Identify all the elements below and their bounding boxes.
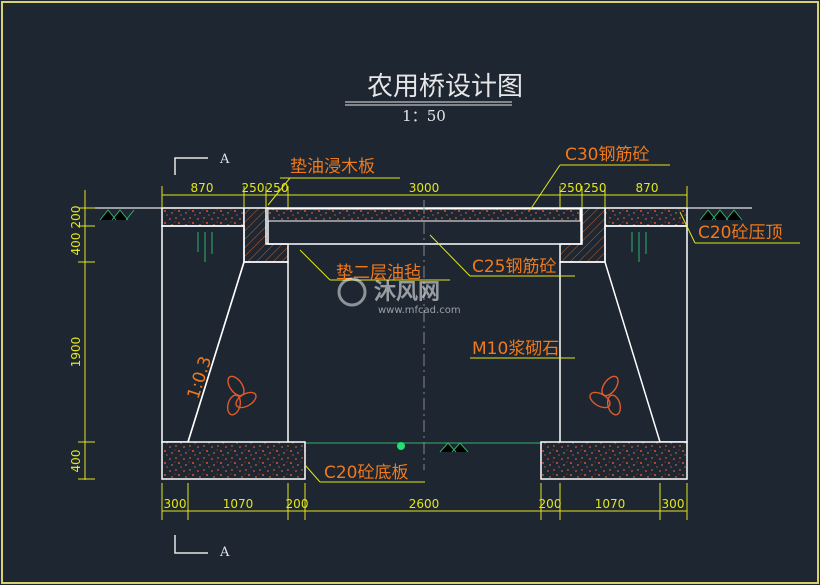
svg-text:A: A	[219, 152, 230, 167]
label-c20-base: C20砼底板	[324, 463, 409, 483]
dim-left-1: 200	[69, 206, 83, 229]
dim-left-4: 400	[69, 450, 83, 473]
dim-bottom-4: 2600	[409, 497, 440, 511]
drawing-scale: 1：50	[402, 107, 446, 125]
left-stone-symbol	[226, 375, 257, 416]
section-mark-top: A	[174, 152, 230, 175]
dim-top-2: 250	[242, 181, 265, 195]
left-dimension-line	[78, 190, 95, 480]
label-felt: 垫二层油毡	[336, 263, 421, 283]
right-cap-strip	[604, 207, 688, 227]
dim-top-1: 870	[191, 181, 214, 195]
dim-left-2: 400	[69, 233, 83, 256]
ground-hatch	[99, 209, 743, 453]
bottom-dimension-line	[161, 483, 688, 520]
right-abutment-wall	[604, 225, 688, 443]
dim-top-5: 250	[560, 181, 583, 195]
dim-top-3: 250	[266, 181, 289, 195]
dim-top-4: 3000	[409, 181, 440, 195]
dim-left-3: 1900	[69, 337, 83, 368]
leader-lines	[267, 164, 800, 483]
dim-top-7: 870	[636, 181, 659, 195]
right-stone-symbol	[589, 375, 622, 416]
dim-bottom-2: 1070	[223, 497, 254, 511]
label-c20-cap: C20砼压顶	[698, 223, 783, 243]
label-c30: C30钢筋砼	[565, 145, 650, 165]
dim-bottom-5: 200	[539, 497, 562, 511]
watermark-url: www.mfcad.com	[378, 305, 461, 316]
dim-bottom-1: 300	[164, 497, 187, 511]
left-cap-strip	[161, 207, 245, 227]
dim-bottom-6: 1070	[595, 497, 626, 511]
watermark: 沐风网 www.mfcad.com	[337, 277, 461, 316]
top-dimension-line	[161, 186, 688, 208]
dim-top-6: 250	[584, 181, 607, 195]
water-level-marker	[397, 442, 405, 450]
right-base-slab	[540, 441, 688, 480]
label-wood-board: 垫油浸木板	[290, 157, 375, 177]
watermark-logo-icon	[337, 277, 367, 307]
dim-bottom-3: 200	[286, 497, 309, 511]
label-slope: 1:0.3	[184, 354, 216, 402]
svg-text:A: A	[219, 545, 230, 560]
dim-bottom-7: 300	[662, 497, 685, 511]
section-mark-bottom: A	[174, 535, 230, 560]
left-base-slab	[161, 441, 306, 480]
label-c25: C25钢筋砼	[472, 257, 557, 277]
label-m10: M10浆砌石	[472, 339, 559, 359]
left-abutment-wall	[161, 225, 245, 443]
watermark-brand: 沐风网	[374, 280, 440, 305]
drawing-title: 农用桥设计图	[367, 72, 523, 102]
